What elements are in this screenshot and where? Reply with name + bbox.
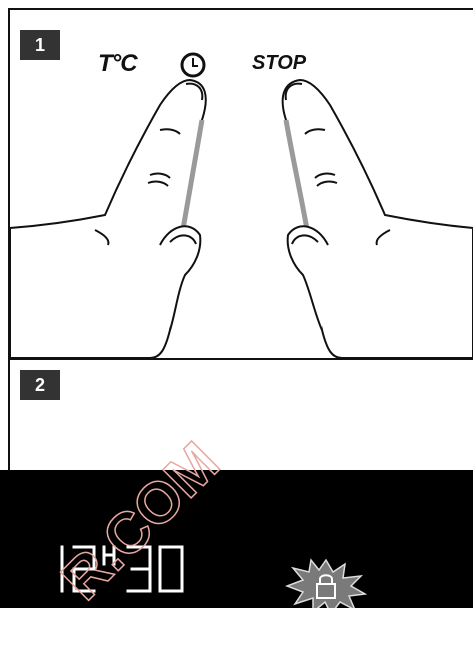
- right-hand: [283, 80, 473, 358]
- hands-illustration: [10, 60, 473, 358]
- watermark: R.COM: [0, 340, 240, 610]
- left-hand: [10, 80, 206, 358]
- step-badge-1: 1: [20, 30, 60, 60]
- watermark-text: R.COM: [49, 430, 232, 610]
- panel-footer-area: [8, 608, 473, 651]
- lock-icon: [285, 558, 367, 614]
- step-number-1: 1: [35, 35, 45, 55]
